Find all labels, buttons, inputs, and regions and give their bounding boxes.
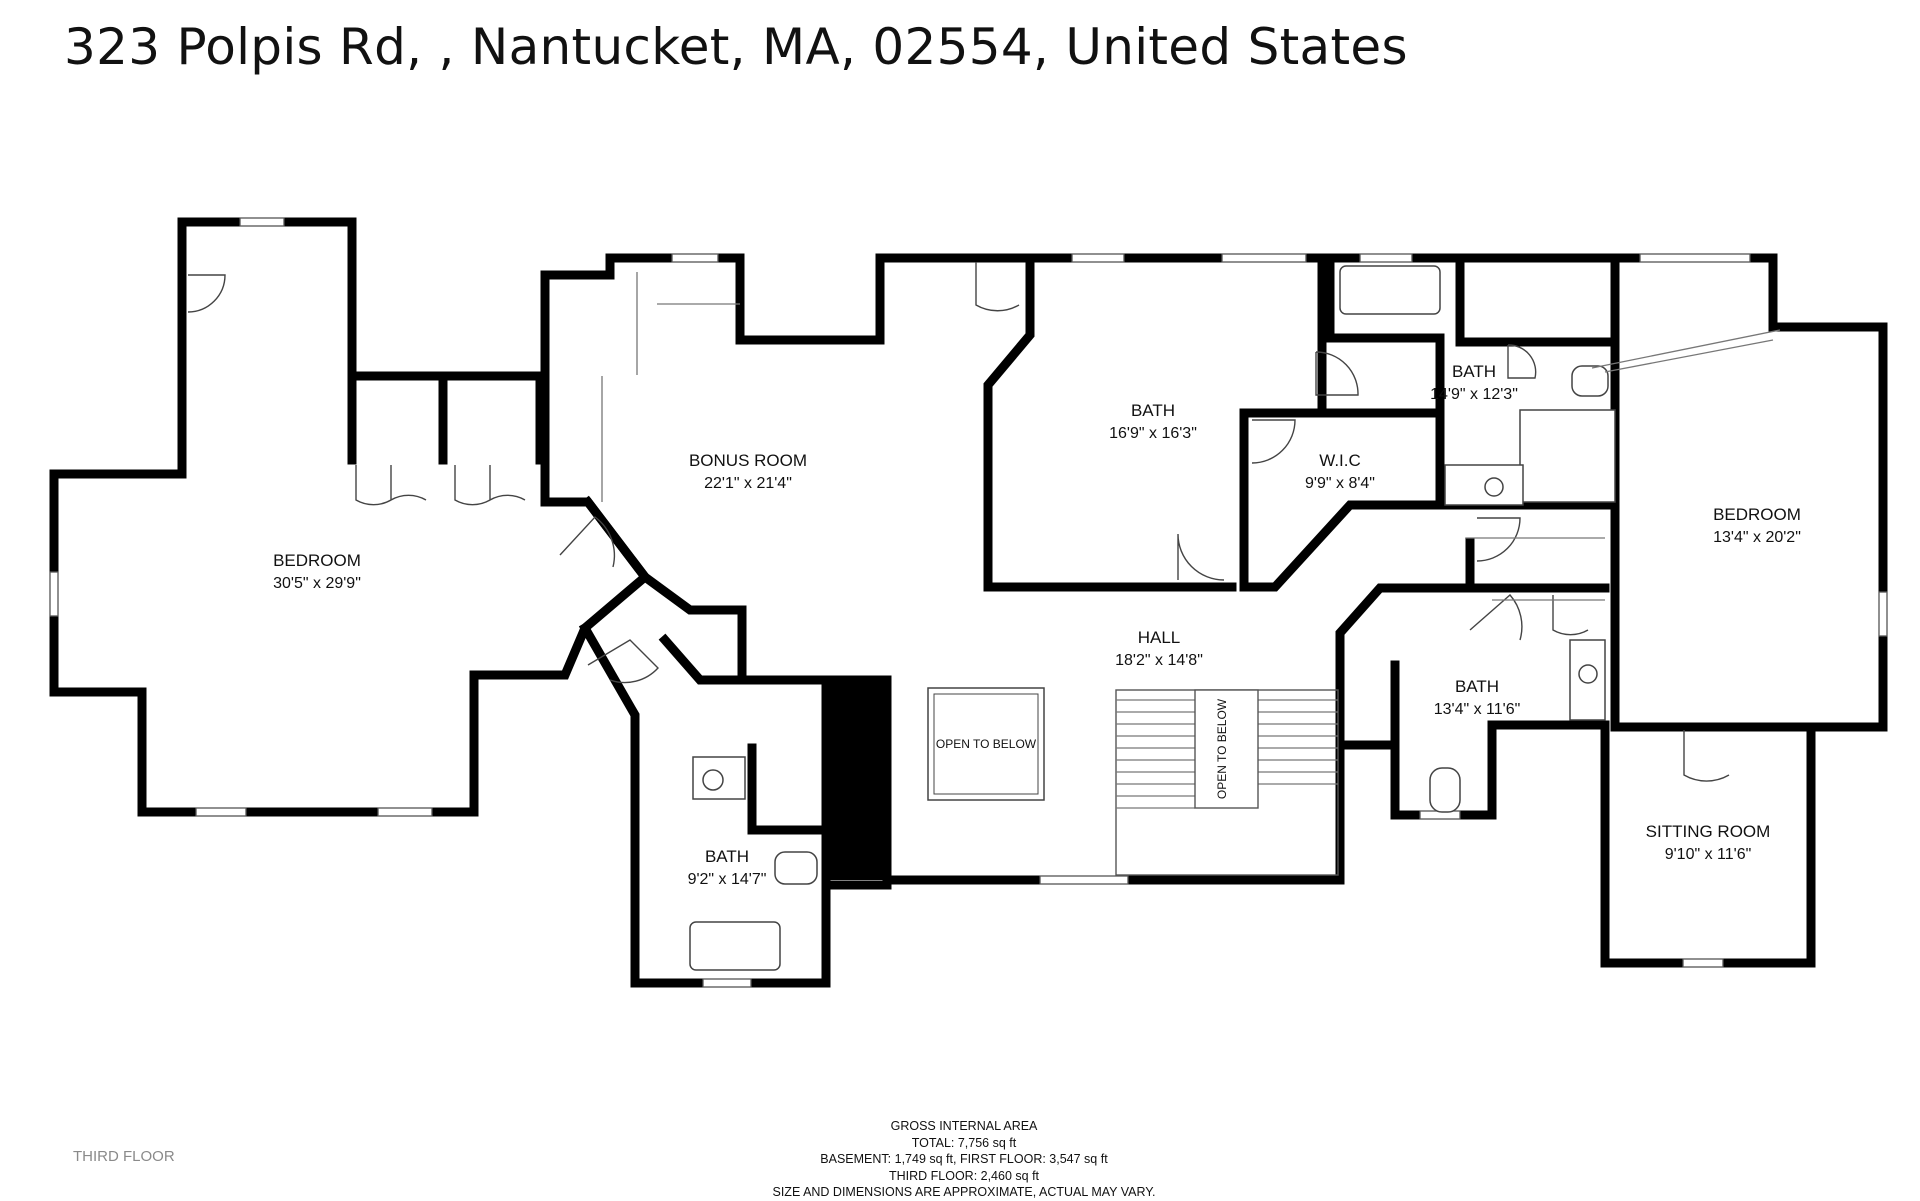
room-dims-bedroom-east: 13'4" x 20'2" — [1713, 529, 1801, 546]
left-bath-divider — [737, 675, 831, 835]
room-dims-bonus: 22'1" x 21'4" — [704, 475, 792, 492]
room-name-bonus: BONUS ROOM — [689, 451, 807, 470]
bath-upper-right-walls — [1317, 253, 1620, 510]
area-line-2: THIRD FLOOR: 2,460 sq ft — [888, 1168, 1040, 1183]
room-dims-hall: 18'2" x 14'8" — [1115, 652, 1203, 669]
room-dims-bath-upper-right: 14'9" x 12'3" — [1430, 386, 1518, 403]
bedroom-east-walls — [1325, 253, 1888, 732]
stair-core — [822, 680, 888, 880]
room-dims-bath-left: 9'2" x 14'7" — [688, 871, 767, 888]
bath-main-walls — [983, 257, 1237, 592]
room-name-wic: W.I.C — [1319, 451, 1361, 470]
bonus-room-walls — [540, 253, 1335, 381]
room-dims-bath-lower-right: 13'4" x 11'6" — [1434, 701, 1521, 718]
room-dims-sitting: 9'10" x 11'6" — [1665, 846, 1752, 863]
open-to-below-label: OPEN TO BELOW — [936, 737, 1037, 751]
room-name-bath-left: BATH — [705, 847, 749, 866]
room-name-sitting: SITTING ROOM — [1646, 822, 1771, 841]
open-to-below-stair-label: OPEN TO BELOW — [1215, 698, 1229, 799]
fixtures — [601, 265, 1781, 971]
floor-label: THIRD FLOOR — [73, 1148, 175, 1165]
open-to-below-void-inner — [933, 693, 1039, 795]
room-name-bath-lower-right: BATH — [1455, 677, 1499, 696]
area-line-1: BASEMENT: 1,749 sq ft, FIRST FLOOR: 3,54… — [820, 1152, 1108, 1166]
room-name-bath-upper-right: BATH — [1452, 362, 1496, 381]
wic-walls — [1239, 408, 1445, 592]
room-dims-bedroom-west: 30'5" x 29'9" — [273, 575, 361, 592]
bedroom-west-walls — [49, 217, 652, 817]
room-dims-wic: 9'9" x 8'4" — [1305, 475, 1375, 492]
sitting-room-walls — [1600, 722, 1816, 968]
area-total: TOTAL: 7,756 sq ft — [911, 1135, 1017, 1150]
bath-lower-right-walls — [1335, 537, 1610, 820]
room-name-bath-main: BATH — [1131, 401, 1175, 420]
room-dims-bath-main: 16'9" x 16'3" — [1109, 425, 1197, 442]
page-title: 323 Polpis Rd, , Nantucket, MA, 02554, U… — [64, 18, 1408, 76]
room-name-bedroom-east: BEDROOM — [1713, 505, 1801, 524]
area-summary: GROSS INTERNAL AREA TOTAL: 7,756 sq ft B… — [700, 1118, 1228, 1201]
windows — [49, 217, 1888, 988]
room-name-hall: HALL — [1138, 628, 1181, 647]
open-to-below-void — [927, 687, 1045, 801]
room-name-bedroom-west: BEDROOM — [273, 551, 361, 570]
bonus-stair-walls — [581, 495, 747, 685]
area-disclaimer: SIZE AND DIMENSIONS ARE APPROXIMATE, ACT… — [772, 1185, 1156, 1199]
area-heading: GROSS INTERNAL AREA — [890, 1119, 1038, 1133]
hall-stairs — [1115, 689, 1339, 876]
doors — [187, 262, 1730, 782]
closet-walls — [347, 371, 545, 465]
